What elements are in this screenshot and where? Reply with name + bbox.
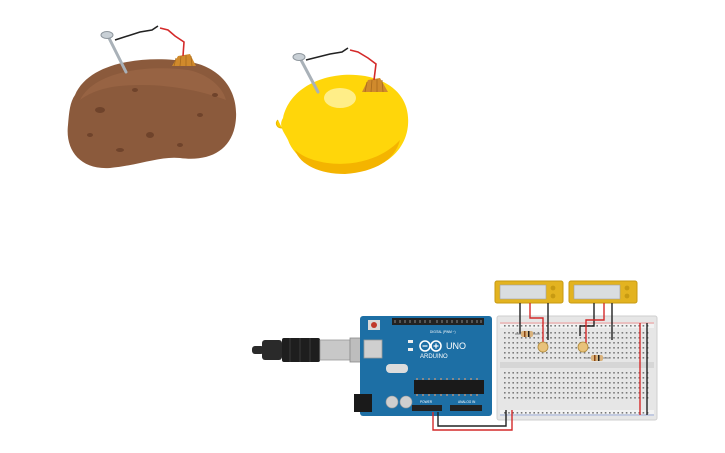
copper-electrode-icon (172, 54, 196, 67)
arduino-model: UNO (446, 341, 466, 351)
breadboard-holes (504, 325, 649, 414)
wire-red (432, 410, 513, 431)
lcd-module-icon[interactable] (494, 280, 564, 304)
wire-black (305, 47, 349, 61)
lcd-module-icon[interactable] (568, 280, 638, 304)
wire-black (114, 25, 159, 41)
usb-cable-icon[interactable] (252, 337, 365, 363)
wire-red (585, 303, 605, 345)
copper-electrode-icon (362, 78, 388, 93)
breadboard-icon[interactable] (496, 315, 658, 421)
resistor-icon (585, 355, 610, 361)
arduino-brand: ARDUINO (420, 354, 448, 360)
lemon-battery-icon[interactable] (275, 74, 409, 174)
wire-black (437, 410, 507, 427)
zinc-nail-icon (292, 53, 320, 94)
resistor-icon (515, 331, 540, 337)
arduino-logo-icon (419, 340, 442, 352)
wire-red (349, 49, 377, 81)
analog-header-label: ANALOG IN (458, 400, 476, 404)
digital-header-label: DIGITAL (PWM ~) (430, 330, 456, 334)
potato-battery-icon[interactable] (67, 59, 237, 169)
potentiometer-icon (577, 341, 589, 353)
wire-red (529, 303, 544, 345)
power-header-label: POWER (420, 400, 433, 404)
potentiometer-icon (537, 341, 549, 353)
wire-red (159, 27, 185, 57)
arduino-uno-icon[interactable]: DIGITAL (PWM ~) ARDUINO UNO (354, 316, 492, 416)
wire-black (579, 303, 595, 336)
zinc-nail-icon (100, 31, 128, 74)
